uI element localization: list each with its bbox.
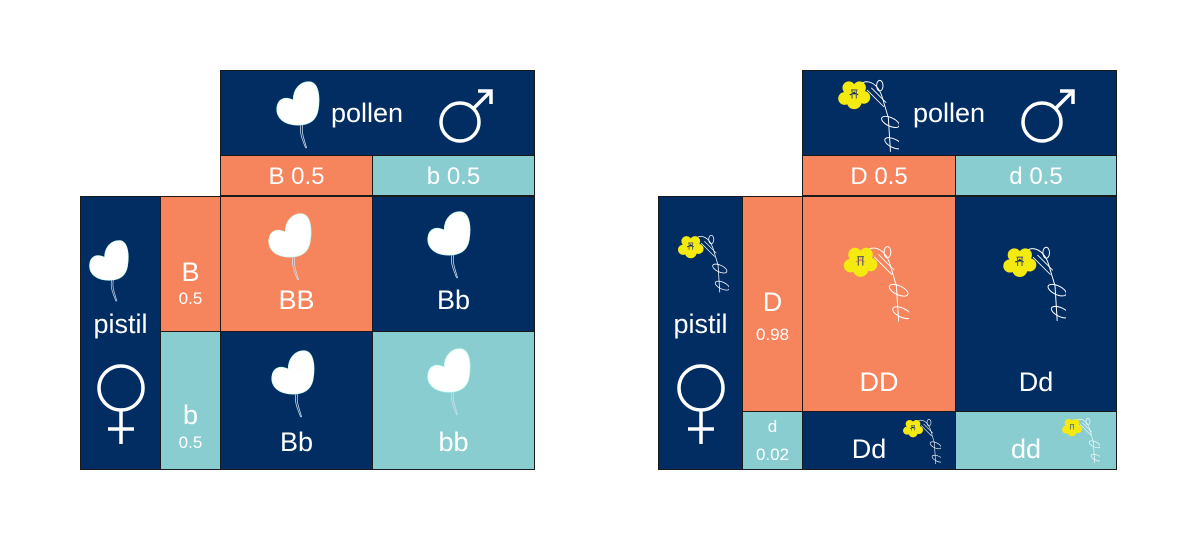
pollen-allele-d: d 0.5 <box>955 155 1117 196</box>
allele-label: D <box>762 287 783 317</box>
pollen-label: pollen <box>331 98 404 128</box>
allele-label: d <box>767 417 778 436</box>
allele-frequency: 0.5 <box>178 289 203 308</box>
purple-flower-icon <box>89 240 129 302</box>
yellow-flower-icon <box>1061 417 1100 464</box>
cell-dd: dd <box>955 411 1117 470</box>
allele-label: d 0.5 <box>1009 163 1063 190</box>
purple-flower-icon <box>276 81 320 149</box>
cell-Dd: Dd <box>802 411 956 470</box>
pollen-label: pollen <box>913 98 986 128</box>
pollen-allele-b: b 0.5 <box>372 155 535 196</box>
cell-BB: BB <box>220 196 373 332</box>
male-symbol-icon <box>1021 89 1075 143</box>
cell-bb: bb <box>372 331 535 470</box>
pistil-allele-d: d 0.02 <box>742 411 803 470</box>
female-symbol-icon <box>677 364 725 444</box>
yellow-flower-icon <box>837 79 899 153</box>
yellow-flower-icon <box>1002 246 1066 322</box>
white-flower-icon <box>427 348 471 416</box>
pollen-allele-B: B 0.5 <box>220 155 373 196</box>
cell-Dd: Dd <box>955 196 1117 412</box>
yellow-flower-icon <box>843 246 909 323</box>
allele-frequency: 0.98 <box>755 325 790 344</box>
genotype-label: bb <box>438 427 469 457</box>
pistil-column: pistil <box>80 196 161 470</box>
cell-DD: DD <box>802 196 956 412</box>
pollen-header: pollen <box>802 70 1117 156</box>
allele-label: b 0.5 <box>426 163 481 190</box>
genotype-label: BB <box>278 285 315 315</box>
purple-flower-icon <box>268 213 312 281</box>
pistil-allele-B: B 0.5 <box>160 196 221 332</box>
allele-label: b <box>182 400 199 430</box>
pistil-label: pistil <box>673 309 728 339</box>
allele-label: B <box>181 257 200 287</box>
genotype-label: Bb <box>436 285 471 315</box>
pistil-column: pistil <box>658 196 743 470</box>
allele-label: B 0.5 <box>268 163 325 190</box>
yellow-flower-icon <box>677 234 729 293</box>
allele-frequency: 0.02 <box>755 445 790 464</box>
purple-flower-icon <box>427 211 471 279</box>
allele-frequency: 0.5 <box>178 433 203 452</box>
genotype-label: dd <box>1010 434 1042 464</box>
purple-flower-icon <box>271 350 315 418</box>
genotype-label: Dd <box>851 434 887 464</box>
allele-label: D 0.5 <box>850 163 908 190</box>
pollen-allele-D: D 0.5 <box>802 155 956 196</box>
genotype-label: Dd <box>1018 367 1054 397</box>
pollen-header: pollen <box>220 70 535 156</box>
pistil-label: pistil <box>93 309 148 339</box>
pistil-allele-D: D 0.98 <box>742 196 803 412</box>
pistil-allele-b: b 0.5 <box>160 331 221 470</box>
cell-Bb: Bb <box>372 196 535 332</box>
yellow-flower-icon <box>902 419 941 465</box>
female-symbol-icon <box>97 364 145 444</box>
cell-Bb: Bb <box>220 331 373 470</box>
male-symbol-icon <box>439 89 493 143</box>
genotype-label: Bb <box>279 427 314 457</box>
genotype-label: DD <box>859 367 899 397</box>
